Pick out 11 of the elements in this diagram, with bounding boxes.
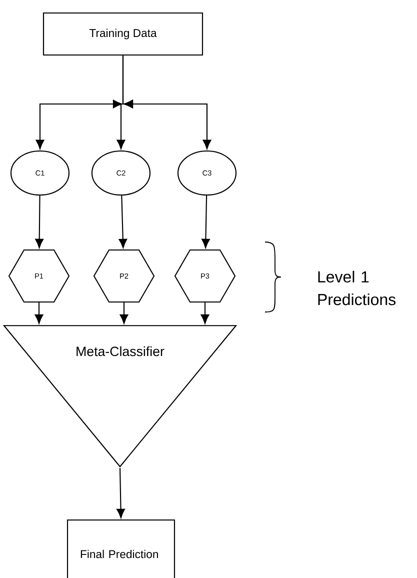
process-box: Training Data xyxy=(42,12,204,56)
arrow xyxy=(202,196,210,248)
arrow xyxy=(118,196,128,248)
arrow xyxy=(116,468,125,518)
arrow xyxy=(34,302,44,324)
arrow xyxy=(120,302,128,324)
level-label: Level 1 Predictions xyxy=(318,270,396,306)
arrow xyxy=(35,196,44,248)
arrow xyxy=(112,56,212,150)
arrow xyxy=(200,302,210,324)
process-box: Final Prediction xyxy=(66,519,176,578)
